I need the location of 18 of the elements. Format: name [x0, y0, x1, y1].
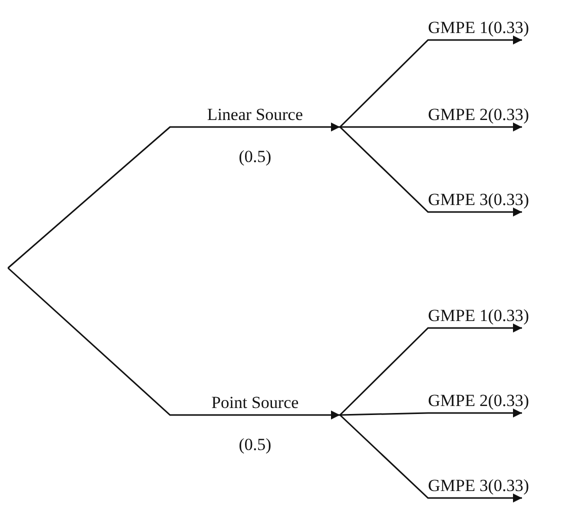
arrow	[340, 122, 522, 132]
weight-label: (0.5)	[238, 435, 272, 455]
weight-label: (0.5)	[238, 147, 272, 167]
arrow	[339, 324, 522, 416]
arrow	[8, 267, 340, 420]
branch-label: GMPE 3(0.33)	[428, 190, 530, 210]
arrow	[339, 414, 522, 502]
arrow	[8, 122, 340, 269]
arrow	[339, 36, 522, 128]
branch-label: GMPE 3(0.33)	[428, 476, 530, 496]
arrow	[339, 126, 522, 216]
branch-label: GMPE 1(0.33)	[428, 306, 530, 326]
branch-label: GMPE 2(0.33)	[428, 105, 530, 125]
arrow	[340, 408, 522, 418]
branch-label: GMPE 2(0.33)	[428, 391, 530, 411]
branch-label: Point Source	[211, 393, 299, 413]
branch-label: GMPE 1(0.33)	[428, 18, 530, 38]
branch-label: Linear Source	[207, 105, 303, 125]
